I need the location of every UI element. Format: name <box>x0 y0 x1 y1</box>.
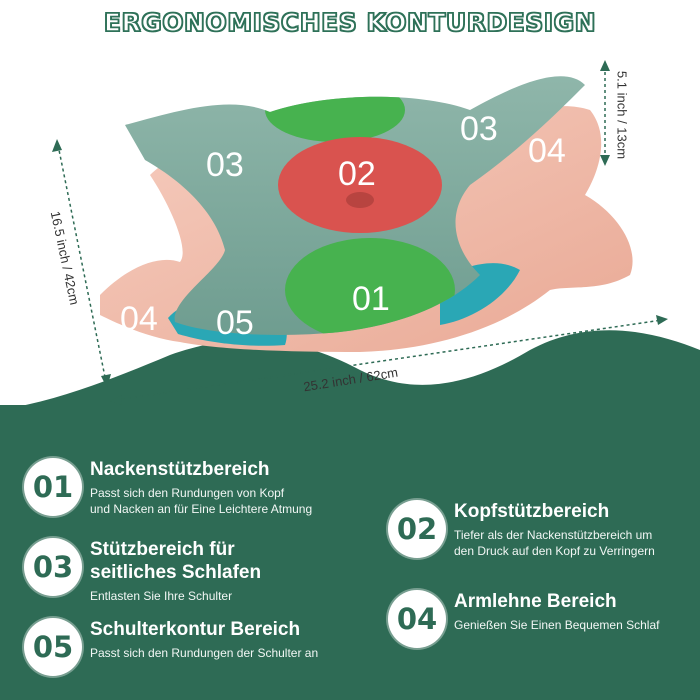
zone-label-05: 05 <box>216 304 254 342</box>
feature-number-badge: 05 <box>24 618 82 676</box>
feature-number-badge: 01 <box>24 458 82 516</box>
feature-title-line: seitliches Schlafen <box>90 562 262 583</box>
feature-description-line: Passt sich den Rundungen von Kopf <box>90 486 285 500</box>
feature-head-support: 02 Kopfstützbereich Tiefer als der Nacke… <box>388 500 655 559</box>
feature-armrest-area: 04 Armlehne Bereich Genießen Sie Einen B… <box>388 590 659 648</box>
feature-title-line: Stützbereich für <box>90 539 235 560</box>
arrow-width-right <box>656 315 668 325</box>
zone-label-04-right: 04 <box>528 132 566 170</box>
pillow-illustration: 02 01 03 03 04 04 05 <box>0 60 700 440</box>
feature-title: Schulterkontur Bereich <box>90 619 301 640</box>
feature-title: Kopfstützbereich <box>454 501 610 522</box>
zone-label-03-left: 03 <box>206 146 244 184</box>
arrow-depth-bottom <box>101 374 111 388</box>
feature-number-badge: 02 <box>388 500 446 558</box>
arrow-depth-top <box>52 139 62 152</box>
page-title: ERGONOMISCHES KONTURDESIGN <box>103 7 597 38</box>
background-wave <box>0 330 700 440</box>
zone-label-03-right: 03 <box>460 110 498 148</box>
feature-neck-support: 01 Nackenstützbereich Passt sich den Run… <box>24 458 312 517</box>
feature-description: Tiefer als der Nackenstützbereich um den… <box>454 527 655 559</box>
feature-description-line: und Nacken an für Eine Leichtere Atmung <box>90 502 313 516</box>
zone-label-04-left: 04 <box>120 300 158 338</box>
zone-02-shape <box>278 137 442 233</box>
feature-description: Passt sich den Rundungen von Kopf und Na… <box>90 485 312 517</box>
feature-number-badge: 03 <box>24 538 82 596</box>
feature-title: Nackenstützbereich <box>90 459 270 480</box>
feature-side-sleep-support: 03 Stützbereich für seitliches Schlafen … <box>24 538 261 604</box>
dim-line-width <box>115 319 663 401</box>
feature-description-line: Tiefer als der Nackenstützbereich um <box>454 528 653 542</box>
dimension-height-label: 5.1 inch / 13cm <box>614 70 630 160</box>
zone-label-01: 01 <box>352 280 390 318</box>
zone-label-02: 02 <box>338 155 376 193</box>
feature-text: Armlehne Bereich Genießen Sie Einen Bequ… <box>454 590 659 633</box>
zone-top-green <box>265 78 405 142</box>
dim-line-depth <box>57 144 107 383</box>
feature-description: Passt sich den Rundungen der Schulter an <box>90 646 319 660</box>
arrow-height-top <box>600 60 610 71</box>
feature-description: Genießen Sie Einen Bequemen Schlaf <box>454 618 660 632</box>
feature-text: Nackenstützbereich Passt sich den Rundun… <box>90 458 312 517</box>
feature-description: Entlasten Sie Ihre Schulter <box>90 589 233 603</box>
feature-description-line: den Druck auf den Kopf zu Verringern <box>454 544 655 558</box>
feature-text: Kopfstützbereich Tiefer als der Nackenst… <box>454 500 655 559</box>
arrow-height-bottom <box>600 155 610 166</box>
feature-number-badge: 04 <box>388 590 446 648</box>
feature-title: Armlehne Bereich <box>454 591 617 612</box>
feature-text: Stützbereich für seitliches Schlafen Ent… <box>90 538 261 604</box>
feature-shoulder-contour: 05 Schulterkontur Bereich Passt sich den… <box>24 618 318 676</box>
feature-text: Schulterkontur Bereich Passt sich den Ru… <box>90 618 318 661</box>
arrow-width-left <box>110 395 122 405</box>
